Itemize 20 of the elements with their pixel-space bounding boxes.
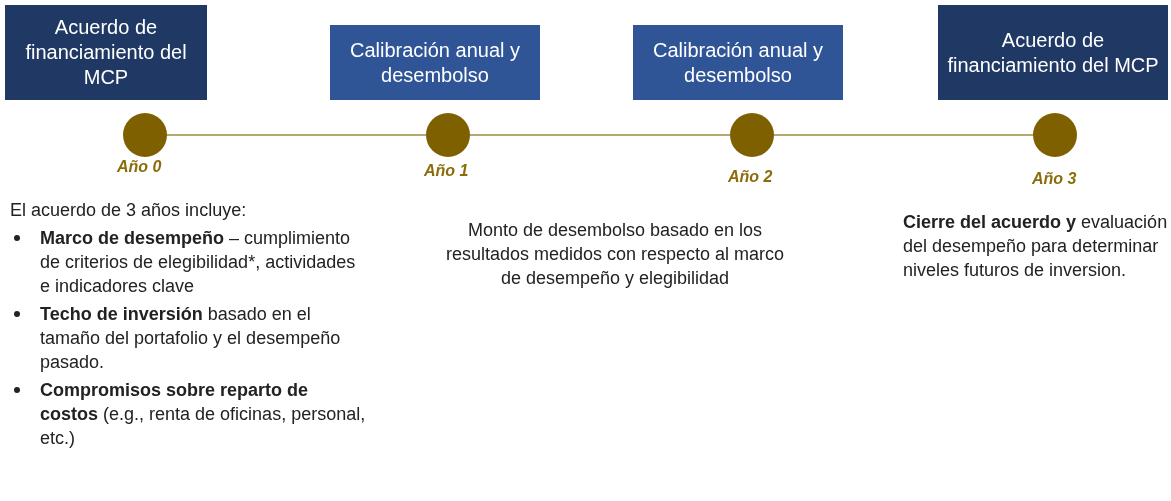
year-label: Año 3: [1032, 170, 1077, 188]
milestone-box: Calibración anual y desembolso: [330, 25, 540, 100]
timeline-line: [469, 134, 731, 136]
timeline-line: [166, 134, 427, 136]
milestone-box: Acuerdo de financiamiento del MCP: [5, 5, 207, 100]
year-label: Año 0: [117, 158, 162, 176]
timeline-dot: [730, 113, 774, 157]
milestone-box: Calibración anual y desembolso: [633, 25, 843, 100]
timeline-line: [773, 134, 1034, 136]
bullet-text: Compromisos sobre reparto de costos (e.g., renta de oficinas, personal, etc.): [40, 380, 366, 448]
year-label: Año 2: [728, 168, 773, 186]
intro-text: El acuerdo de 3 años incluye:: [10, 199, 247, 222]
year-label: Año 1: [424, 162, 469, 180]
bullet-text: Techo de inversión basado en el tamaño del portafolio y el desempeño pasado.: [40, 304, 341, 372]
timeline-dot: [426, 113, 470, 157]
timeline-dot: [123, 113, 167, 157]
description-text: Monto de desembolso basado en los resultados medidos con respecto al marco de desempeño y elegibilidad: [444, 219, 786, 290]
milestone-box: Acuerdo de financiamiento del MCP: [938, 5, 1168, 100]
description-text: Cierre del acuerdo y evaluación del desempeño para determinar niveles futuros de inversion.: [903, 211, 1168, 282]
timeline-dot: [1033, 113, 1077, 157]
